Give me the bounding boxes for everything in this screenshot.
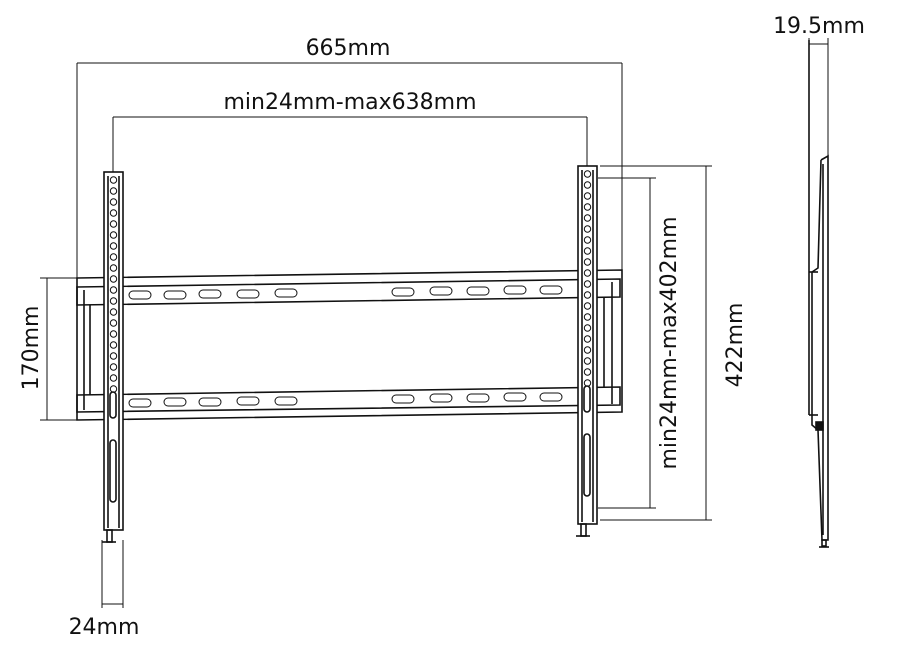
mounting-hole: [109, 385, 118, 393]
slot: [429, 286, 453, 296]
mounting-hole: [583, 258, 592, 266]
mounting-hole: [583, 313, 592, 321]
mounting-hole: [109, 308, 118, 316]
side-profile: [808, 40, 829, 548]
slot: [274, 288, 298, 298]
mounting-hole: [109, 374, 118, 382]
slot: [466, 393, 490, 403]
mounting-hole: [583, 236, 592, 244]
mounting-hole: [583, 357, 592, 365]
profile-foot: [821, 539, 827, 547]
bottom-rail: [76, 386, 621, 413]
label-arm-height: 422mm: [723, 303, 748, 388]
mounting-hole: [109, 286, 118, 294]
mounting-hole: [109, 319, 118, 327]
mounting-hole: [109, 209, 118, 217]
mounting-hole: [583, 291, 592, 299]
mounting-hole: [583, 335, 592, 343]
mounting-hole: [583, 379, 592, 387]
right-arm-foot: [580, 523, 587, 537]
wall-plate-outline: [76, 269, 623, 421]
slot: [539, 285, 563, 295]
left-arm-body: [103, 171, 124, 531]
mounting-hole: [109, 275, 118, 283]
slot: [429, 393, 453, 403]
mounting-hole: [583, 247, 592, 255]
slot: [163, 290, 187, 300]
mounting-hole: [109, 242, 118, 250]
slot: [503, 392, 527, 402]
mounting-hole: [109, 341, 118, 349]
left-arm-holes: [109, 176, 118, 393]
label-arm-width: 24mm: [69, 615, 140, 640]
mounting-hole: [109, 363, 118, 371]
mounting-hole: [109, 253, 118, 261]
slot: [236, 289, 260, 299]
mounting-hole: [109, 220, 118, 228]
top-rail: [76, 278, 621, 306]
mounting-hole: [109, 297, 118, 305]
slot: [236, 396, 260, 406]
mounting-hole: [109, 198, 118, 206]
slot: [198, 397, 222, 407]
top-rail-slots: [128, 285, 563, 300]
mounting-hole: [583, 192, 592, 200]
mounting-hole: [583, 225, 592, 233]
slot: [163, 397, 187, 407]
label-plate-height: 170mm: [19, 306, 44, 391]
mounting-hole: [583, 181, 592, 189]
slot: [503, 285, 527, 295]
mounting-hole: [583, 170, 592, 178]
mounting-hole: [583, 280, 592, 288]
mounting-hole: [109, 231, 118, 239]
mounting-hole: [583, 324, 592, 332]
label-overall-width: 665mm: [306, 36, 391, 61]
mounting-hole: [583, 302, 592, 310]
mounting-hole: [583, 368, 592, 376]
profile-clip: [815, 421, 824, 431]
slot: [274, 396, 298, 406]
left-arm-foot: [106, 529, 113, 543]
profile-arm-outer: [811, 154, 829, 541]
label-arm-spacing: min24mm-max638mm: [223, 90, 476, 115]
slot: [391, 287, 415, 297]
mounting-hole: [583, 269, 592, 277]
slot: [128, 290, 152, 300]
wall-plate: [76, 269, 623, 421]
slot: [128, 398, 152, 408]
slot: [466, 286, 490, 296]
mounting-hole: [109, 330, 118, 338]
mounting-hole: [109, 176, 118, 184]
mounting-hole: [109, 264, 118, 272]
left-arm: [102, 171, 124, 543]
slot: [539, 392, 563, 402]
right-arm-body: [577, 165, 598, 525]
right-arm-holes: [583, 170, 592, 387]
dimension-lines: [40, 38, 829, 608]
mounting-hole: [583, 346, 592, 354]
left-arm-slot-lower: [109, 439, 117, 503]
bottom-rail-slots: [128, 392, 563, 408]
label-vertical-adjust: min24mm-max402mm: [657, 216, 682, 469]
mounting-hole: [583, 203, 592, 211]
mounting-hole: [109, 187, 118, 195]
mounting-hole: [109, 352, 118, 360]
right-arm-slot-lower: [583, 433, 591, 497]
mounting-hole: [583, 214, 592, 222]
slot: [391, 394, 415, 404]
slot: [198, 289, 222, 299]
right-arm: [576, 165, 598, 537]
label-profile-depth: 19.5mm: [773, 14, 865, 39]
